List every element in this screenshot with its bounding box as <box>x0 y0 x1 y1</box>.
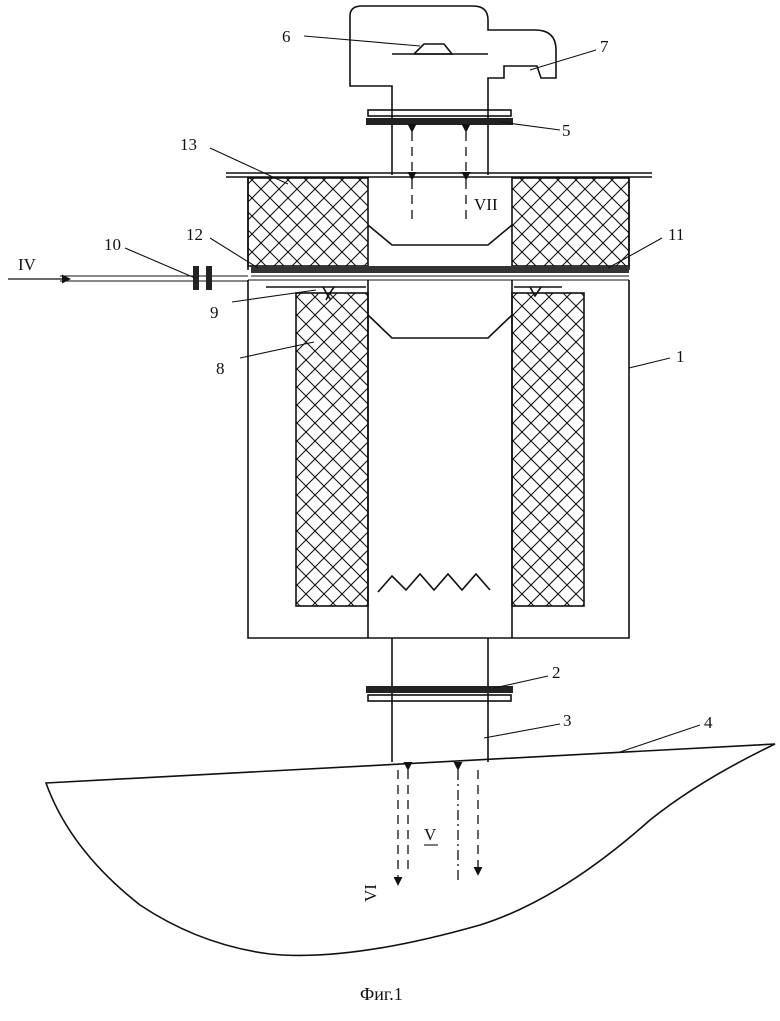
housing <box>247 280 630 639</box>
callout-7: 7 <box>600 37 609 56</box>
upper-pipe <box>366 108 513 175</box>
callout-10: 10 <box>104 235 121 254</box>
exhaust-cap <box>349 5 557 108</box>
flow-label-inlet: IV <box>18 255 37 274</box>
callout-1: 1 <box>676 347 685 366</box>
leader-lines <box>124 35 701 753</box>
figure-caption: Фиг.1 <box>360 984 403 1004</box>
reservoir <box>44 743 776 957</box>
flow-lines <box>393 123 483 886</box>
flow-label-down: VI <box>361 884 380 902</box>
callout-11: 11 <box>668 225 684 244</box>
callout-12: 12 <box>186 225 203 244</box>
callout-13: 13 <box>180 135 197 154</box>
flow-label-exhaust: VII <box>474 195 498 214</box>
supply-pipe <box>8 266 248 290</box>
callout-2: 2 <box>552 663 561 682</box>
callout-labels: 6 7 5 13 12 11 10 9 8 1 2 3 4 <box>104 27 713 732</box>
callout-8: 8 <box>216 359 225 378</box>
flow-label-up: V <box>424 825 437 844</box>
lower-pipe <box>366 638 513 762</box>
callout-6: 6 <box>282 27 291 46</box>
callout-9: 9 <box>210 303 219 322</box>
chamber-insulation <box>295 280 585 638</box>
flow-labels: IV VII V VI <box>18 195 498 902</box>
callout-5: 5 <box>562 121 571 140</box>
callout-3: 3 <box>563 711 572 730</box>
callout-4: 4 <box>704 713 713 732</box>
upper-insulation <box>226 172 652 270</box>
grate-plates <box>248 266 629 281</box>
